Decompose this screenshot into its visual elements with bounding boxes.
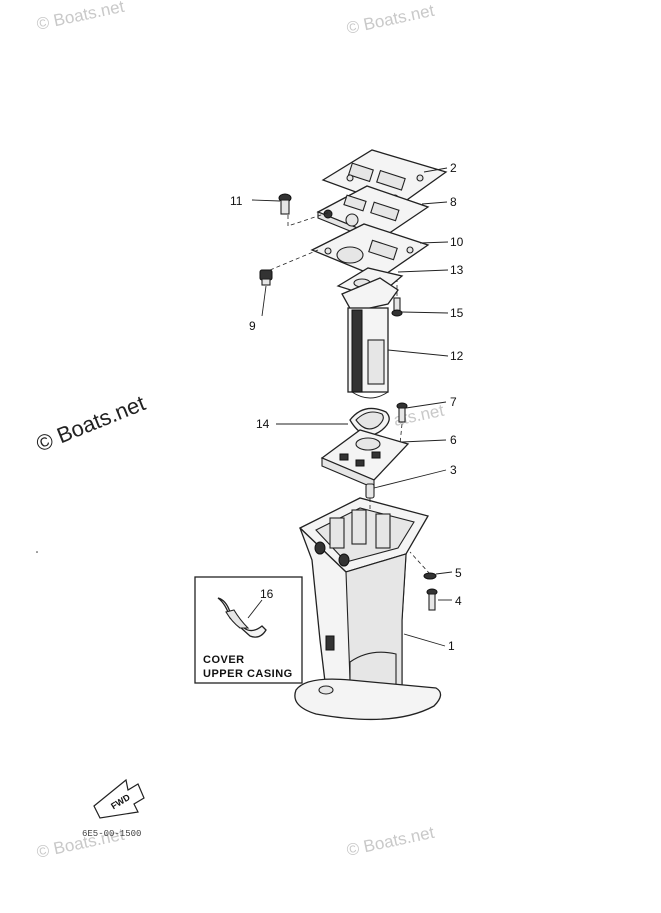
leader-1	[403, 633, 446, 647]
part-3-pin	[365, 483, 375, 499]
callout-11: 11	[230, 194, 243, 208]
part-4-bolt	[426, 588, 438, 611]
stray-dot	[36, 551, 38, 553]
callout-1: 1	[448, 639, 455, 653]
callout-5: 5	[455, 566, 462, 580]
part-15-bolt	[391, 297, 403, 317]
callout-4: 4	[455, 594, 462, 608]
callout-7: 7	[450, 395, 457, 409]
leader-6	[401, 439, 447, 443]
part-2-gasket-top	[321, 149, 448, 208]
leader-5	[435, 571, 453, 575]
leader-3	[373, 469, 447, 489]
part-7-bolt	[396, 402, 408, 423]
leader-11	[251, 199, 281, 202]
part-16-cover	[217, 597, 267, 638]
callout-3: 3	[450, 463, 457, 477]
callout-2: 2	[450, 161, 457, 175]
part-11-bolt	[278, 193, 292, 215]
alignment-line-9	[269, 249, 319, 271]
part-9-plug	[259, 269, 273, 286]
alignment-line-7	[399, 423, 403, 445]
watermark-center-left: © Boats.net	[33, 390, 149, 456]
leader-15	[401, 311, 449, 314]
callout-15: 15	[450, 306, 464, 320]
callout-16: 16	[260, 587, 274, 601]
callout-13: 13	[450, 263, 464, 277]
part-6-exhaust-guide	[320, 429, 410, 489]
leader-13	[397, 269, 449, 273]
part-12-exhaust-pipe	[341, 277, 399, 399]
callout-6: 6	[450, 433, 457, 447]
diagram-code: 6E5-00-1500	[82, 829, 141, 839]
part-14-seal	[349, 407, 390, 436]
watermark-top-right: © Boats.net	[345, 1, 436, 38]
leader-7	[405, 401, 447, 409]
alignment-line-5	[409, 551, 431, 575]
inset-label-line1: COVER	[203, 654, 245, 666]
callout-10: 10	[450, 235, 464, 249]
callout-14: 14	[256, 417, 270, 431]
inset-cover-upper-casing: 16 COVER UPPER CASING	[194, 576, 303, 684]
callout-12: 12	[450, 349, 464, 363]
fwd-arrow-icon: FWD	[93, 778, 145, 819]
leader-9	[261, 285, 267, 317]
part-1-upper-casing	[294, 497, 442, 721]
callout-9: 9	[249, 319, 256, 333]
leader-2	[423, 167, 448, 173]
part-5-washer	[423, 572, 437, 580]
part-10-gasket	[310, 223, 430, 279]
callout-8: 8	[450, 195, 457, 209]
watermark-bottom-right: © Boats.net	[345, 823, 436, 860]
leader-12	[387, 349, 449, 357]
inset-label-line2: UPPER CASING	[203, 668, 293, 680]
watermark-top-left: © Boats.net	[35, 0, 126, 34]
leader-8	[421, 201, 448, 205]
alignment-line-11	[287, 211, 331, 227]
leader-10	[419, 241, 449, 244]
